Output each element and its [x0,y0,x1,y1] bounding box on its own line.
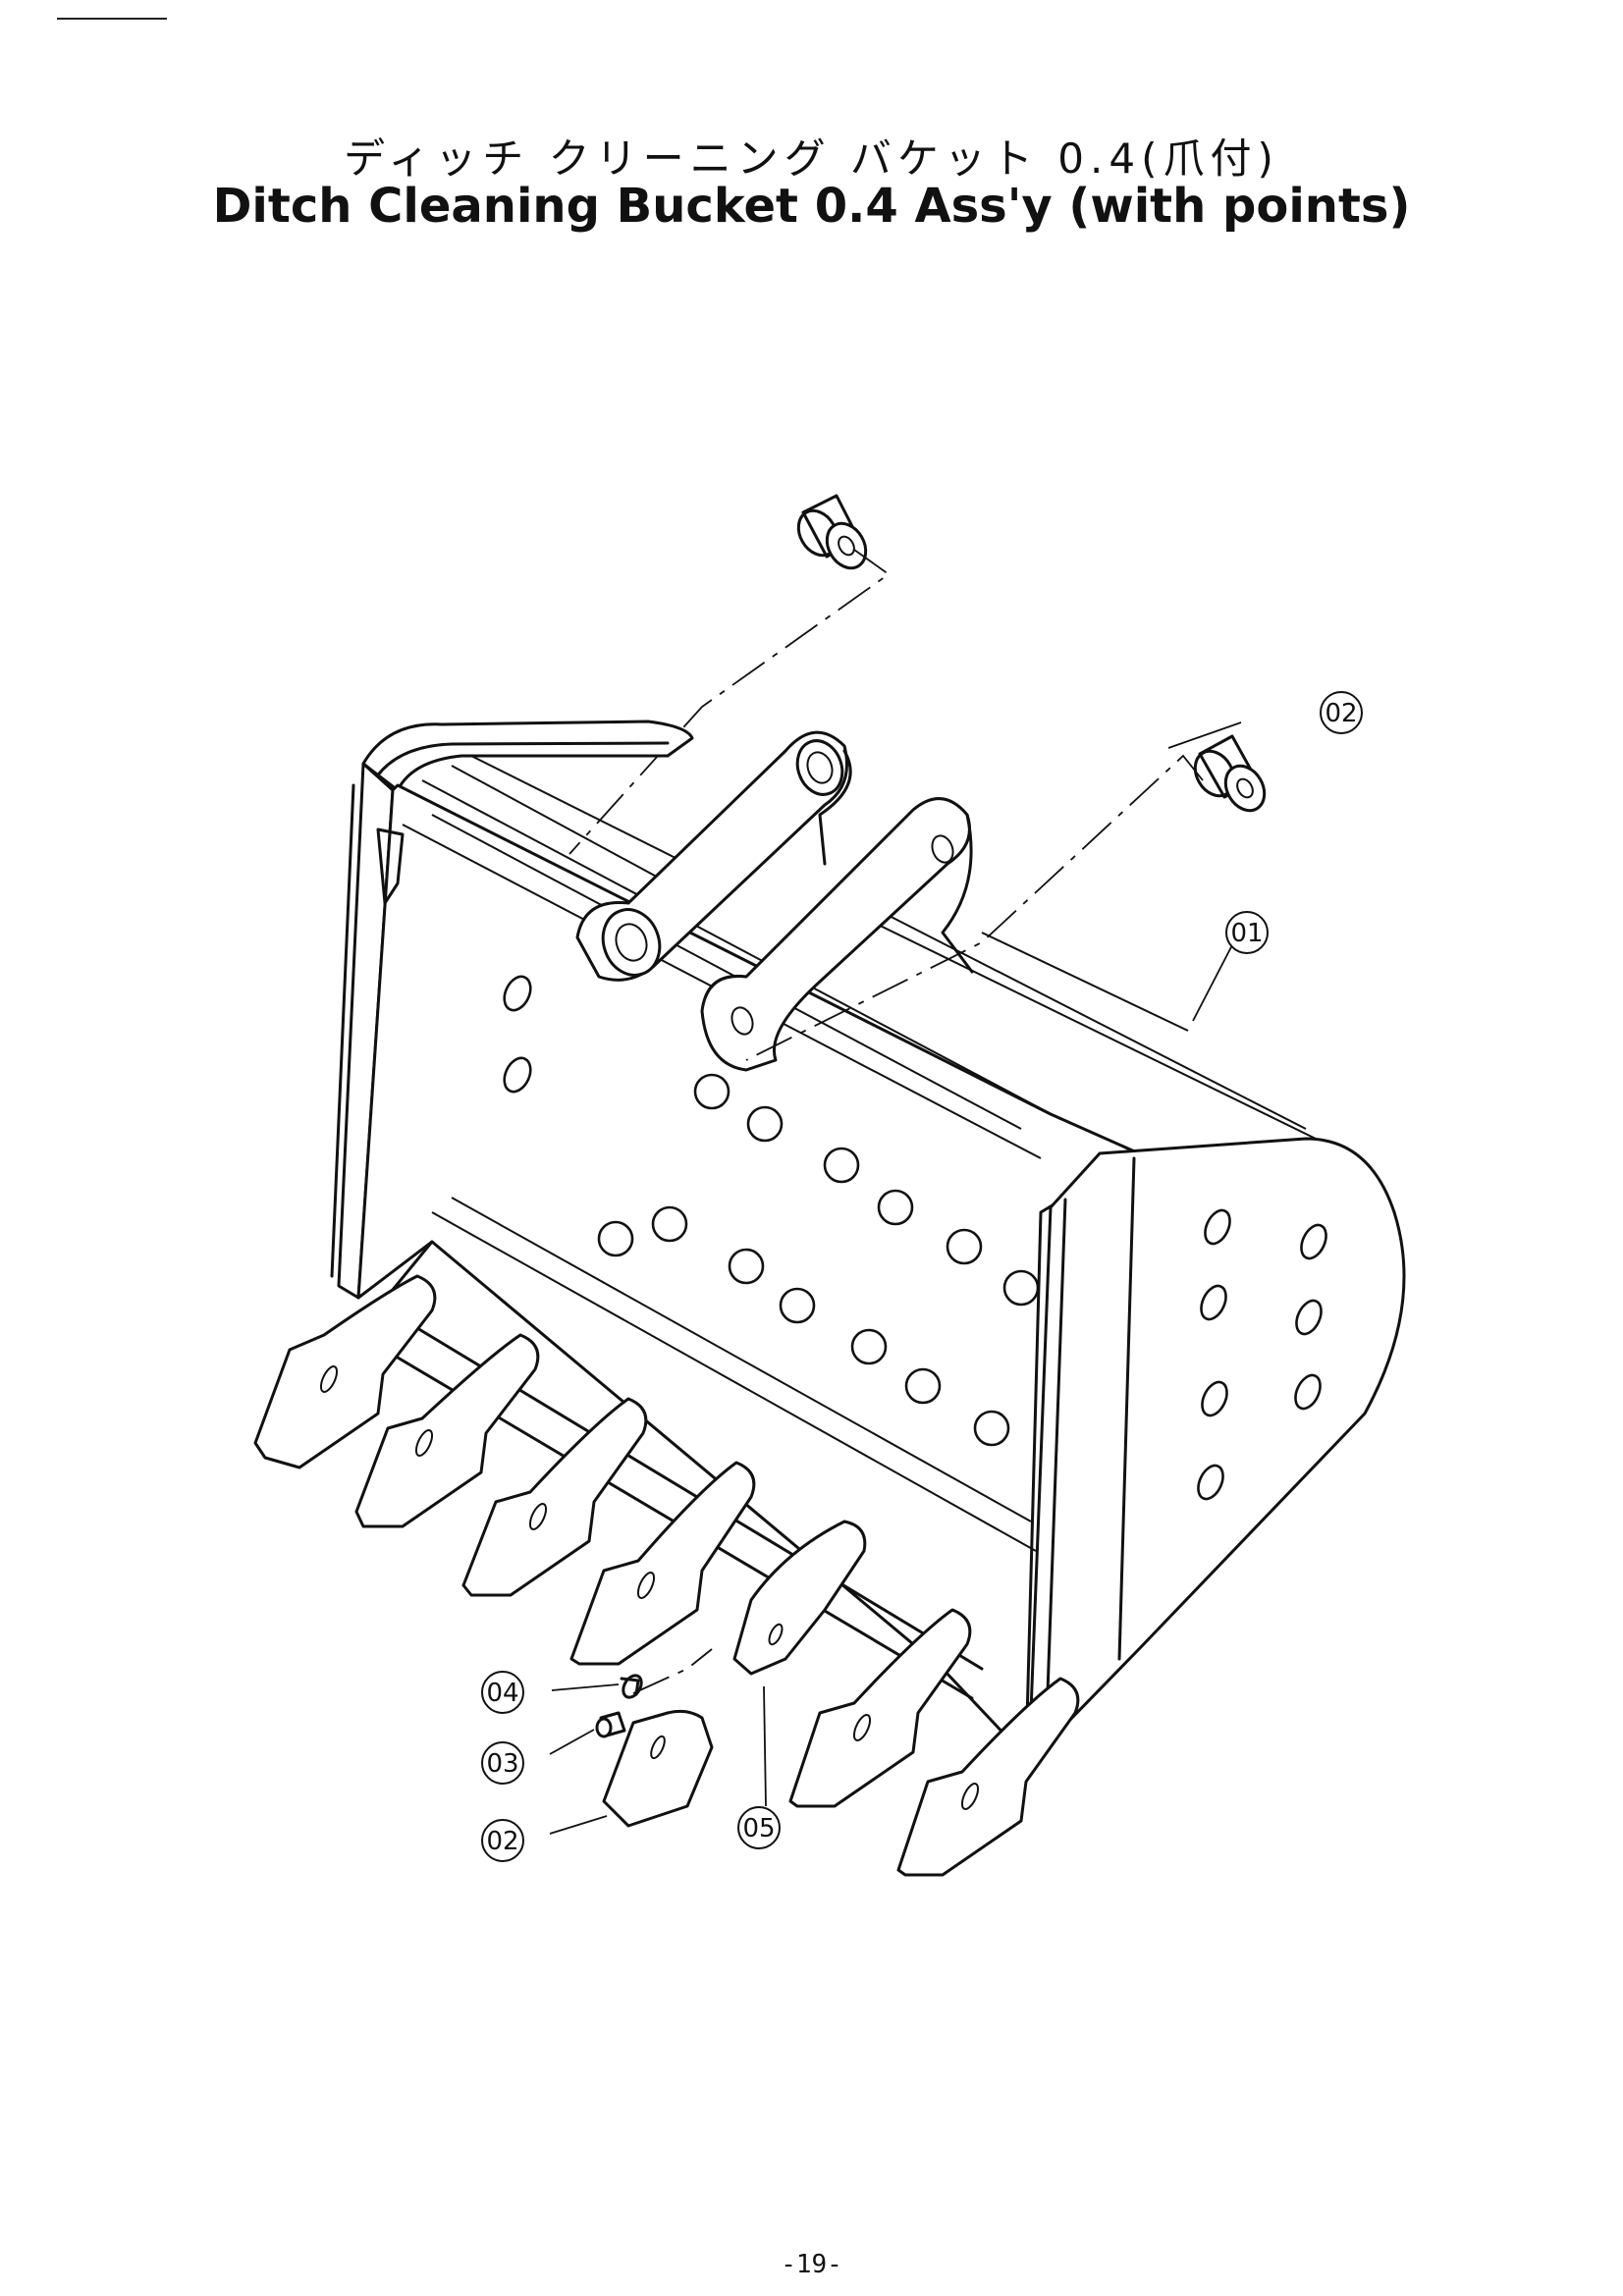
callout-05: 05 [737,1806,781,1849]
callout-02-bushing: 02 [1320,691,1363,734]
loose-bushing-right [1193,734,1267,813]
leader-lines [549,721,1242,1835]
callout-label-03: 03 [486,1749,518,1779]
page-number: -19- [781,2250,842,2279]
callout-03: 03 [481,1741,524,1785]
mounting-brackets [575,730,974,1072]
pin-and-lock [595,1674,643,1738]
side-plate-holes [1197,1208,1327,1501]
axis-line-right [745,754,1204,1061]
title-english: Ditch Cleaning Bucket 0.4 Ass'y (with po… [212,179,1411,234]
axis-line-top [568,549,891,855]
callout-04: 04 [481,1671,524,1714]
callout-label-05: 05 [742,1814,775,1843]
callout-label-01: 01 [1230,919,1263,948]
callout-label-02-bushing: 02 [1325,699,1357,728]
header-rule [57,18,167,20]
loose-bushing-top [796,494,868,570]
callout-label-04: 04 [486,1679,518,1708]
callout-01: 01 [1225,911,1269,954]
callout-label-02-point: 02 [486,1827,518,1856]
bucket-teeth [253,1274,1080,1877]
callout-02-point: 02 [481,1819,524,1862]
title-japanese: ディッチ クリーニング バケット 0.4(爪付) [344,134,1279,183]
back-wall-holes [503,975,1040,1447]
